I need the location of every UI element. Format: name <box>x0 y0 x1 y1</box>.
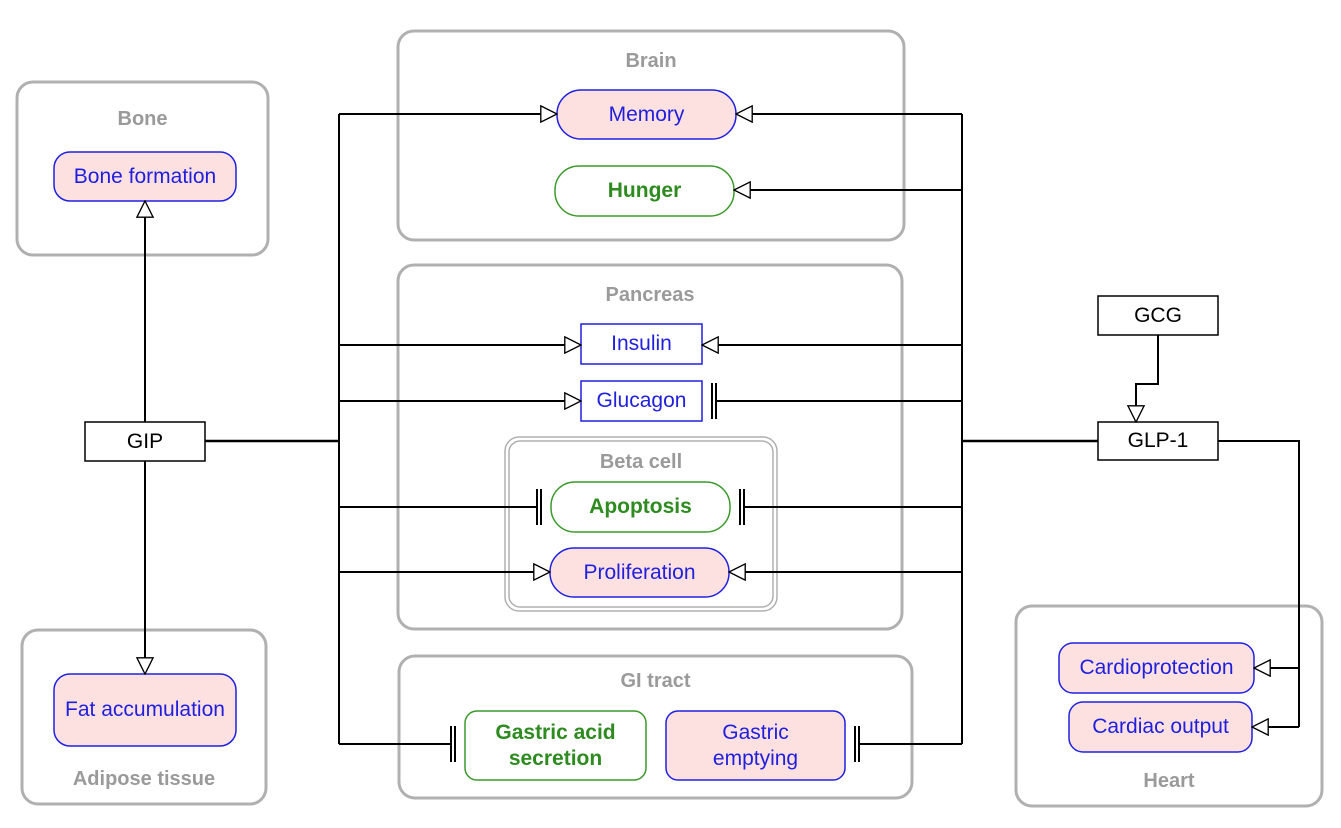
region-label-beta-cell: Beta cell <box>599 451 683 473</box>
gip-label: GIP <box>126 429 164 453</box>
glp1-label: GLP-1 <box>1127 429 1189 453</box>
edge-glp1-heart-bus <box>1218 440 1300 727</box>
gastric-acid-label: Gastric acid secretion <box>495 721 616 770</box>
region-beta-cell-inner <box>508 440 774 608</box>
cardiac-output-label: Cardiac output <box>1092 715 1229 739</box>
insulin-box <box>580 323 703 365</box>
inhibit-bar-apoptosis-right <box>739 489 745 525</box>
region-brain <box>396 29 906 242</box>
region-pancreas <box>396 263 904 631</box>
region-label-brain: Brain <box>625 50 677 72</box>
gcg-label: GCG <box>1134 303 1182 327</box>
inhibit-bar-gastric-emptying <box>854 726 860 762</box>
gip-node-box <box>84 421 206 462</box>
gastric-emptying-label: Gastric emptying <box>712 721 799 770</box>
region-heart <box>1014 604 1324 808</box>
region-label-pancreas: Pancreas <box>605 284 695 306</box>
region-gi-tract <box>397 654 914 800</box>
proliferation-label: Proliferation <box>583 560 696 584</box>
region-label-adipose: Adipose tissue <box>72 768 216 790</box>
apoptosis-box <box>550 481 731 533</box>
cardioprotection-label: Cardioprotection <box>1079 656 1234 680</box>
gastric-acid-box <box>464 710 647 781</box>
fat-accumulation-label: Fat accumulation <box>65 698 225 722</box>
insulin-label: Insulin <box>611 332 672 356</box>
hunger-label: Hunger <box>607 179 682 203</box>
bone-formation-label: Bone formation <box>73 164 217 188</box>
region-bone <box>15 80 270 257</box>
gastric-emptying-box <box>665 710 846 781</box>
region-label-bone: Bone <box>117 108 168 130</box>
inhibit-bar-apoptosis-left <box>536 489 542 525</box>
region-beta-cell <box>504 436 778 612</box>
glucagon-label: Glucagon <box>596 389 687 413</box>
edge-gcg-glp1 <box>1136 335 1159 422</box>
region-label-heart: Heart <box>1143 770 1195 792</box>
inhibit-bar-glucagon <box>711 383 717 419</box>
region-label-gi-tract: GI tract <box>620 670 691 692</box>
gcg-node-box <box>1097 295 1219 336</box>
inhibit-bar-gastric-acid <box>450 726 456 762</box>
apoptosis-label: Apoptosis <box>589 495 692 519</box>
memory-label: Memory <box>608 102 685 126</box>
